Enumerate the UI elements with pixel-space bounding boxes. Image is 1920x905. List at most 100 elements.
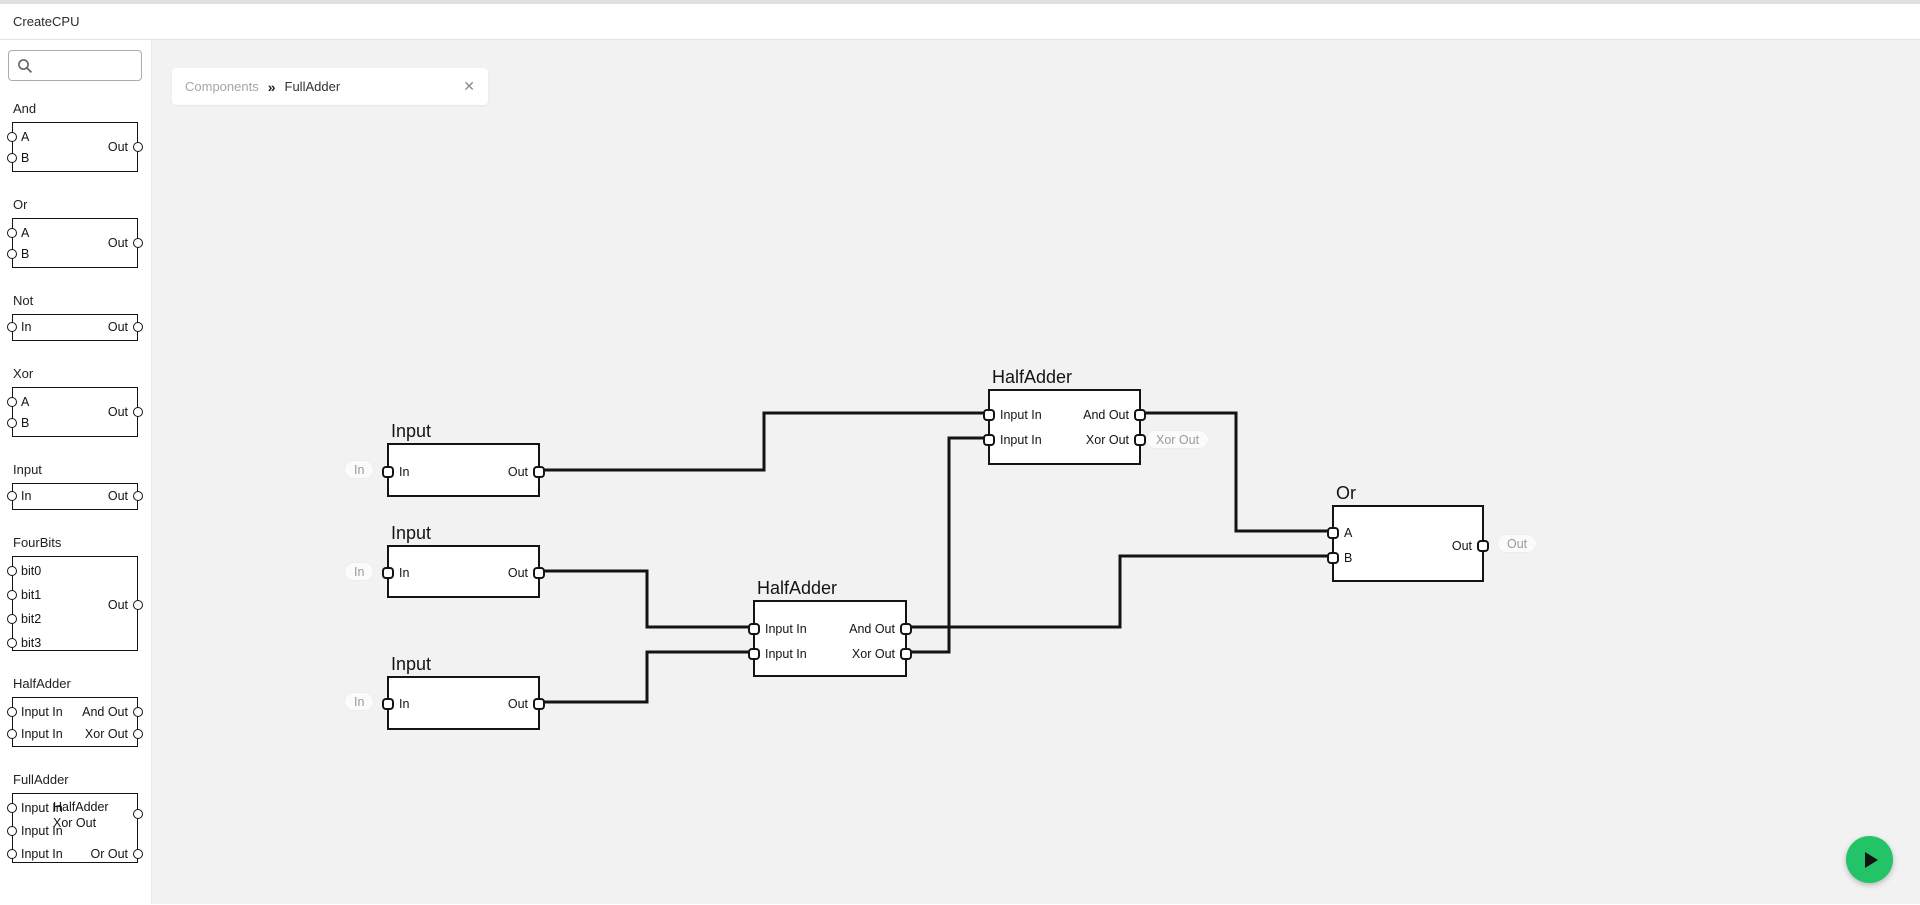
output-port[interactable]: [133, 849, 143, 859]
input-port[interactable]: [983, 409, 995, 421]
external-in-badge[interactable]: In: [344, 692, 375, 711]
input-port[interactable]: [7, 228, 17, 238]
input-port[interactable]: [382, 567, 394, 579]
output-port[interactable]: [533, 567, 545, 579]
output-port[interactable]: [133, 491, 143, 501]
input-port[interactable]: [7, 614, 17, 624]
output-port[interactable]: [1477, 540, 1489, 552]
palette-item-xor[interactable]: Xor A B Out: [0, 366, 151, 437]
play-icon: [1865, 851, 1878, 868]
output-port[interactable]: [133, 809, 143, 819]
input-port[interactable]: [382, 698, 394, 710]
input-port[interactable]: [7, 638, 17, 648]
wire-andout-to-or-a[interactable]: [1141, 411, 1332, 533]
port-label: In: [21, 320, 32, 334]
tab-fulladder[interactable]: Components » FullAdder ✕: [172, 68, 488, 105]
port-label: bit0: [21, 564, 42, 578]
palette-box-not[interactable]: In Out: [7, 314, 143, 341]
input-port[interactable]: [7, 132, 17, 142]
input-port[interactable]: [748, 648, 760, 660]
external-out-badge[interactable]: Out: [1497, 534, 1538, 553]
output-port[interactable]: [133, 322, 143, 332]
node-halfadder-top[interactable]: HalfAdder Input In Input In And Out Xor …: [983, 367, 1146, 465]
node-or[interactable]: Or A B Out: [1327, 483, 1489, 582]
input-port[interactable]: [7, 566, 17, 576]
input-port[interactable]: [7, 153, 17, 163]
palette-item-halfadder[interactable]: HalfAdder Input In Input In And Out Xor …: [0, 676, 151, 747]
port-label: HalfAdder Xor Out: [53, 800, 109, 830]
input-port[interactable]: [748, 623, 760, 635]
palette-box-and[interactable]: A B Out: [7, 122, 143, 172]
output-port[interactable]: [133, 142, 143, 152]
palette-item-label: Xor: [13, 366, 34, 381]
palette-search-input[interactable]: [8, 50, 142, 81]
node-halfadder-bottom[interactable]: HalfAdder Input In Input In And Out Xor …: [748, 578, 912, 677]
output-port[interactable]: [900, 648, 912, 660]
palette-box-fourbits[interactable]: bit0 bit1 bit2 bit3 Out: [7, 556, 143, 651]
port-label: Out: [507, 465, 528, 479]
palette-item-or[interactable]: Or A B Out: [0, 197, 151, 268]
port-label: Input In: [765, 647, 807, 661]
node-input-3[interactable]: Input In Out: [382, 654, 545, 730]
output-port[interactable]: [533, 698, 545, 710]
palette-box-fulladder[interactable]: Input In Input In Input In HalfAdder Xor…: [7, 793, 143, 863]
input-port[interactable]: [983, 434, 995, 446]
output-port[interactable]: [133, 238, 143, 248]
palette-item-fulladder[interactable]: FullAdder Input In Input In Input In Hal…: [0, 772, 151, 863]
input-port[interactable]: [7, 729, 17, 739]
wire-input3-to-halfadderbottom[interactable]: [540, 650, 753, 704]
breadcrumb-root[interactable]: Components: [185, 79, 259, 94]
input-port[interactable]: [7, 803, 17, 813]
palette-box-input[interactable]: In Out: [7, 483, 143, 510]
node-title: Or: [1336, 483, 1356, 503]
palette-box-or[interactable]: A B Out: [7, 218, 143, 268]
input-port[interactable]: [7, 322, 17, 332]
port-label: A: [1344, 526, 1353, 540]
external-xorout-badge[interactable]: Xor Out: [1146, 430, 1210, 449]
input-port[interactable]: [7, 826, 17, 836]
palette-item-and[interactable]: And A B Out: [0, 101, 151, 172]
wire-andout-to-or-b[interactable]: [907, 554, 1332, 629]
input-port[interactable]: [7, 849, 17, 859]
palette-item-fourbits[interactable]: FourBits bit0 bit1 bit2 bit3 Out: [0, 535, 151, 651]
close-icon[interactable]: ✕: [463, 78, 475, 94]
wire-xorout-to-halfaddertop[interactable]: [907, 436, 988, 654]
input-port[interactable]: [7, 249, 17, 259]
schematic-canvas[interactable]: Components » FullAdder ✕ In Input In Out…: [152, 40, 1920, 904]
node-input-2[interactable]: Input In Out: [382, 523, 545, 598]
output-port[interactable]: [900, 623, 912, 635]
palette-item-input[interactable]: Input In Out: [0, 462, 151, 510]
input-port[interactable]: [1327, 552, 1339, 564]
node-title: Input: [391, 654, 432, 674]
run-simulation-button[interactable]: [1846, 836, 1893, 883]
external-in-badge[interactable]: In: [344, 562, 375, 581]
app-header: CreateCPU: [0, 4, 1920, 40]
output-port[interactable]: [133, 729, 143, 739]
input-port[interactable]: [7, 590, 17, 600]
palette-box-halfadder[interactable]: Input In Input In And Out Xor Out: [7, 697, 143, 747]
palette-item-not[interactable]: Not In Out: [0, 293, 151, 341]
input-port[interactable]: [7, 491, 17, 501]
input-port[interactable]: [7, 418, 17, 428]
output-port[interactable]: [533, 466, 545, 478]
input-port[interactable]: [7, 397, 17, 407]
port-label: Out: [107, 598, 128, 612]
external-in-badge[interactable]: In: [344, 460, 375, 479]
output-port[interactable]: [1134, 434, 1146, 446]
wire-input1-to-halfaddertop[interactable]: [540, 411, 988, 472]
wire-input2-to-halfadderbottom[interactable]: [540, 569, 753, 629]
output-port[interactable]: [133, 707, 143, 717]
input-port[interactable]: [1327, 527, 1339, 539]
output-port[interactable]: [133, 600, 143, 610]
palette-box-xor[interactable]: A B Out: [7, 387, 143, 437]
chevron-right-icon: »: [267, 78, 276, 95]
input-port[interactable]: [7, 707, 17, 717]
input-port[interactable]: [382, 466, 394, 478]
output-port[interactable]: [1134, 409, 1146, 421]
node-input-1[interactable]: Input In Out: [382, 421, 545, 497]
output-port[interactable]: [133, 407, 143, 417]
app-title: CreateCPU: [13, 14, 80, 29]
port-label: B: [21, 151, 30, 165]
port-label: Xor Out: [851, 647, 895, 661]
